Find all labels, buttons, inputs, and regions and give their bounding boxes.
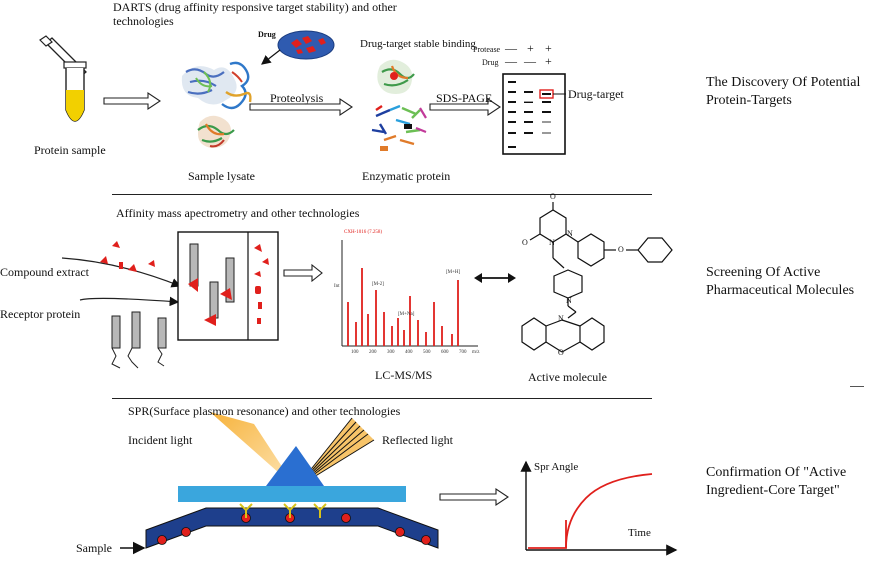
enzymatic-label: Enzymatic protein xyxy=(362,169,451,183)
enzymatic-fragments xyxy=(371,104,427,151)
ms-y-label: Int xyxy=(334,284,340,289)
divider-2 xyxy=(112,398,652,399)
section3-title-line2: Ingredient-Core Target" xyxy=(706,483,840,498)
spr-header: SPR(Surface plasmon resonance) and other… xyxy=(128,404,401,418)
hollow-arrow-3 xyxy=(439,487,509,507)
spr-setup xyxy=(120,412,439,555)
double-arrow xyxy=(474,273,516,283)
protein-sample-label: Protein sample xyxy=(34,143,106,157)
mol-atom-n-pip: N xyxy=(566,296,572,305)
gel-drug-sign-1: — xyxy=(505,54,517,68)
divider-1 xyxy=(112,194,652,195)
sample-lysate-proteins xyxy=(181,61,252,148)
proteolysis-arrow xyxy=(249,97,353,117)
hollow-arrow-1 xyxy=(103,91,161,111)
mass-spectrum xyxy=(341,240,478,347)
sds-page-label: SDS-PAGE xyxy=(436,91,493,105)
gel-drug-sign-3: + xyxy=(545,54,552,68)
mol-atom-n-2: N xyxy=(549,238,555,247)
drug-bubble-label: Drug xyxy=(258,30,276,39)
sample-lysate-label: Sample lysate xyxy=(188,169,255,183)
darts-header: DARTS (drug affinity responsive target s… xyxy=(113,0,397,14)
active-molecule-label: Active molecule xyxy=(528,370,607,384)
ms-tick-100: 100 xyxy=(351,350,359,355)
gel-protease-sign-2: + xyxy=(527,41,534,55)
spr-sensorgram xyxy=(520,460,678,556)
ms-peak-label-mid: [M+Na] xyxy=(398,312,415,317)
section1-title-line1: The Discovery Of Potential xyxy=(706,75,861,90)
mol-atom-n-ring: N xyxy=(558,314,564,323)
gel-protease-sign-3: + xyxy=(545,41,552,55)
bound-protein xyxy=(377,59,415,94)
hollow-arrow-2 xyxy=(283,263,323,283)
ms-title: CXH-1016 (7.258) xyxy=(344,230,383,235)
sds-page-arrow xyxy=(429,97,501,117)
darts-header-line2: technologies xyxy=(113,14,174,28)
mol-atom-n-1: N xyxy=(567,229,573,238)
mol-atom-o-top: O xyxy=(550,192,556,201)
spr-angle-label: Spr Angle xyxy=(534,461,579,473)
drug-target-label: Drug-target xyxy=(568,87,624,101)
ms-tick-600: 600 xyxy=(441,350,449,355)
section3-title-line1: Confirmation Of "Active xyxy=(706,465,847,480)
incident-light-label: Incident light xyxy=(128,433,193,447)
dash-mark xyxy=(850,386,864,387)
gel-protease-sign-1: — xyxy=(505,41,517,55)
gel-drug-sign-2: — xyxy=(524,54,536,68)
compound-extract-label: Compound extract xyxy=(0,265,89,279)
active-molecule-structure xyxy=(521,202,673,353)
proteolysis-label: Proteolysis xyxy=(270,91,324,105)
section2-title-line1: Screening Of Active xyxy=(706,265,821,280)
ms-x-label: m/z xyxy=(472,350,480,355)
affinity-header: Affinity mass apectrometry and other tec… xyxy=(116,206,360,220)
section1-title-line2: Protein-Targets xyxy=(706,93,792,108)
ms-tick-500: 500 xyxy=(423,350,431,355)
gel-drug-label: Drug xyxy=(482,58,499,67)
ms-tick-200: 200 xyxy=(369,350,377,355)
sample-label: Sample xyxy=(76,541,112,555)
mol-atom-o-left: O xyxy=(522,238,528,247)
binding-label: Drug-target stable binding xyxy=(360,38,476,50)
lcms-label: LC-MS/MS xyxy=(375,368,433,382)
ms-peak-label-left: [M-2] xyxy=(372,282,384,287)
sds-page-gel xyxy=(502,73,566,155)
ms-tick-400: 400 xyxy=(405,350,413,355)
mol-atom-o-ether: O xyxy=(618,245,624,254)
receptor-protein-label: Receptor protein xyxy=(0,307,81,321)
mol-atom-o-ring: O xyxy=(558,348,564,357)
ms-tick-700: 700 xyxy=(459,350,467,355)
drug-bubble xyxy=(261,30,335,65)
reflected-light-label: Reflected light xyxy=(382,433,453,447)
affinity-incubation xyxy=(61,231,279,369)
protein-sample-tube xyxy=(39,35,87,122)
gel-protease-label: Protease xyxy=(473,45,501,54)
section2-title-line2: Pharmaceutical Molecules xyxy=(706,283,855,298)
time-label: Time xyxy=(628,527,651,539)
ms-tick-300: 300 xyxy=(387,350,395,355)
ms-peak-label-right: [M+H] xyxy=(446,270,461,275)
